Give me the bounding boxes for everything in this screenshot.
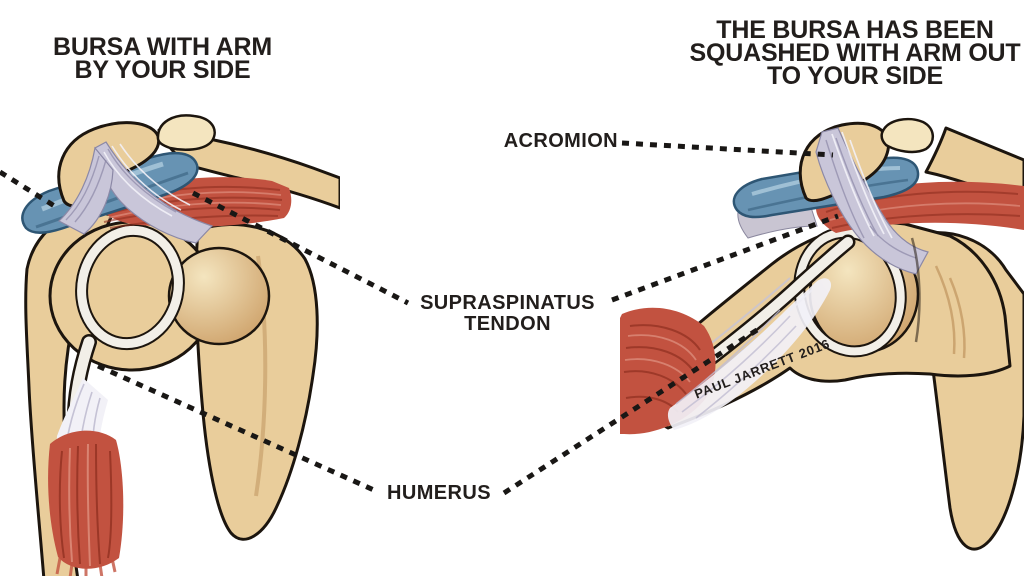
supraspinatus-label-line1: SUPRASPINATUS [420, 292, 595, 314]
supraspinatus-label-line2: TENDON [464, 313, 551, 335]
left-clavicle-knob [156, 114, 216, 151]
left-shoulder-illustration [21, 114, 340, 576]
right-title-line2: SQUASHED WITH ARM OUT [689, 39, 1021, 67]
right-figure-title: THE BURSA HAS BEEN SQUASHED WITH ARM OUT… [645, 16, 1024, 90]
left-title-line1: BURSA WITH ARM [53, 33, 272, 61]
leader-bursa-left [0, 169, 58, 210]
right-title-line1: THE BURSA HAS BEEN [716, 16, 994, 44]
left-figure-title: BURSA WITH ARM BY YOUR SIDE [0, 33, 325, 84]
right-shoulder-illustration [620, 117, 1024, 551]
left-capsule-ring [77, 225, 183, 349]
acromion-label: ACROMION [503, 130, 618, 152]
right-clavicle-knob [880, 117, 934, 154]
leader-supraspinatus-right [611, 213, 839, 303]
left-biceps-muscle [48, 430, 124, 569]
humerus-label: HUMERUS [387, 482, 491, 504]
right-title-line3: TO YOUR SIDE [767, 62, 943, 90]
left-title-line2: BY YOUR SIDE [74, 56, 251, 84]
leader-supraspinatus-left [191, 190, 410, 306]
supraspinatus-tendon-label: SUPRASPINATUS TENDON [405, 293, 610, 335]
leader-acromion-right [621, 140, 834, 158]
leader-humerus-left [96, 363, 378, 494]
left-articular-ball [167, 246, 271, 346]
leader-humerus-right [502, 327, 759, 496]
